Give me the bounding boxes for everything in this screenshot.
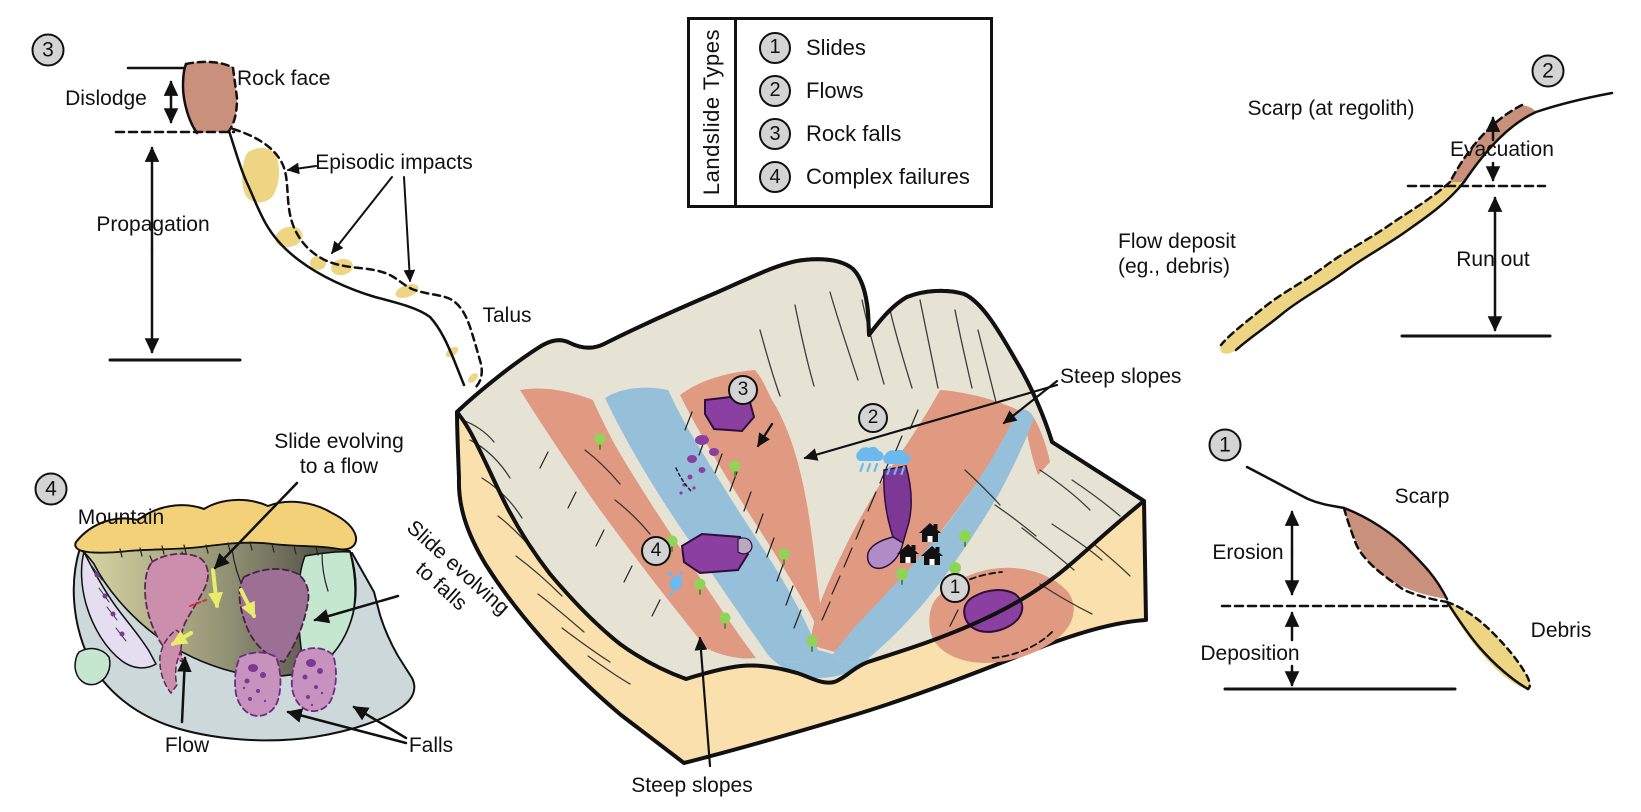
flow-deposit-shape	[1220, 182, 1464, 354]
scarp-regolith-label: Scarp (at regolith)	[1247, 97, 1415, 120]
legend-label-flows: Flows	[806, 77, 864, 103]
wet-splat-icon	[667, 571, 683, 596]
steep-band-left	[520, 388, 756, 659]
legend-item-slides: 1 Slides	[759, 31, 986, 64]
episodic-impacts-label: Episodic impacts	[315, 151, 473, 174]
slide-to-flow-line1: Slide evolving	[274, 430, 404, 453]
slides-number-badge: 1	[1208, 428, 1242, 462]
complex-slide-mass	[680, 532, 750, 575]
propagation-label: Propagation	[96, 213, 210, 236]
falls-label: Falls	[408, 734, 454, 757]
flow-deposit-line2: (eg., debris)	[1118, 255, 1231, 279]
erosion-label: Erosion	[1212, 541, 1284, 564]
slide-scarp-shape	[1344, 508, 1447, 599]
rock-face-label: Rock face	[237, 67, 331, 90]
block-marker-flows: 2	[858, 403, 888, 433]
steep-band-right	[810, 390, 1018, 652]
steep-band-mid	[680, 370, 826, 648]
legend-item-rockfalls: 3 Rock falls	[759, 118, 986, 151]
legend-item-complex: 4 Complex failures	[759, 161, 986, 194]
flow-deposit-label: Flow deposit (eg., debris)	[1118, 229, 1236, 279]
legend-title: Landslide Types	[699, 29, 724, 196]
legend-badge-1: 1	[759, 31, 791, 64]
rockfalls-drawing	[108, 60, 484, 389]
flow-label: Flow	[164, 734, 210, 757]
mountain-label: Mountain	[77, 506, 165, 529]
legend-badge-3: 3	[759, 118, 791, 151]
flows-number-badge: 2	[1531, 54, 1565, 88]
river-northwest	[605, 387, 818, 663]
block-marker-slides: 1	[940, 573, 970, 603]
scarp-label: Scarp	[1394, 485, 1450, 508]
legend-title-cell: Landslide Types	[690, 20, 737, 205]
flow-track-light	[866, 536, 904, 570]
complex-failures-drawing	[72, 481, 416, 745]
rock-face-shape	[183, 61, 237, 134]
complex-number-badge: 4	[34, 472, 68, 506]
legend-label-complex: Complex failures	[806, 164, 970, 190]
debris-label: Debris	[1530, 619, 1592, 642]
steep-slopes-bottom-label: Steep slopes	[631, 774, 753, 797]
rockfalls-number-badge: 3	[31, 33, 65, 67]
block-marker-complex: 4	[641, 536, 671, 566]
flows-drawing	[1219, 91, 1614, 354]
legend-label-slides: Slides	[806, 34, 866, 60]
trees	[594, 433, 971, 652]
block-marker-rockfalls: 3	[728, 375, 758, 405]
slide-to-falls-lobe	[238, 568, 310, 664]
falls-lobe-b	[290, 647, 337, 712]
evacuation-label: Evacuation	[1450, 138, 1554, 161]
legend-badge-4: 4	[759, 161, 791, 194]
legend-box: Landslide Types 1 Slides 2 Flows 3 Rock …	[687, 17, 993, 208]
terrain-block-drawing	[455, 257, 1148, 768]
slide-to-flow-line2: to a flow	[299, 455, 379, 479]
flank-shape	[80, 549, 157, 669]
run-out-label: Run out	[1456, 248, 1530, 271]
steep-slopes-right-label: Steep slopes	[1060, 365, 1182, 388]
houses	[897, 523, 943, 565]
flow-deposit-line1: Flow deposit	[1118, 230, 1236, 253]
deposition-label: Deposition	[1200, 642, 1300, 665]
slide-debris-shape	[1447, 602, 1531, 689]
mint-patch-left	[74, 647, 111, 686]
legend-item-flows: 2 Flows	[759, 74, 986, 107]
legend-badge-2: 2	[759, 74, 791, 107]
dislodge-label: Dislodge	[65, 87, 147, 110]
slides-drawing	[1220, 465, 1532, 691]
legend-items: 1 Slides 2 Flows 3 Rock falls 4 Complex …	[737, 20, 990, 205]
talus-label: Talus	[482, 304, 532, 327]
falls-lobe-a	[234, 651, 282, 717]
rain-cloud-icon	[856, 446, 911, 476]
legend-label-rockfalls: Rock falls	[806, 121, 902, 147]
slide-to-flow-label: Slide evolving to a flow	[274, 429, 404, 479]
river-northeast	[833, 409, 1034, 663]
